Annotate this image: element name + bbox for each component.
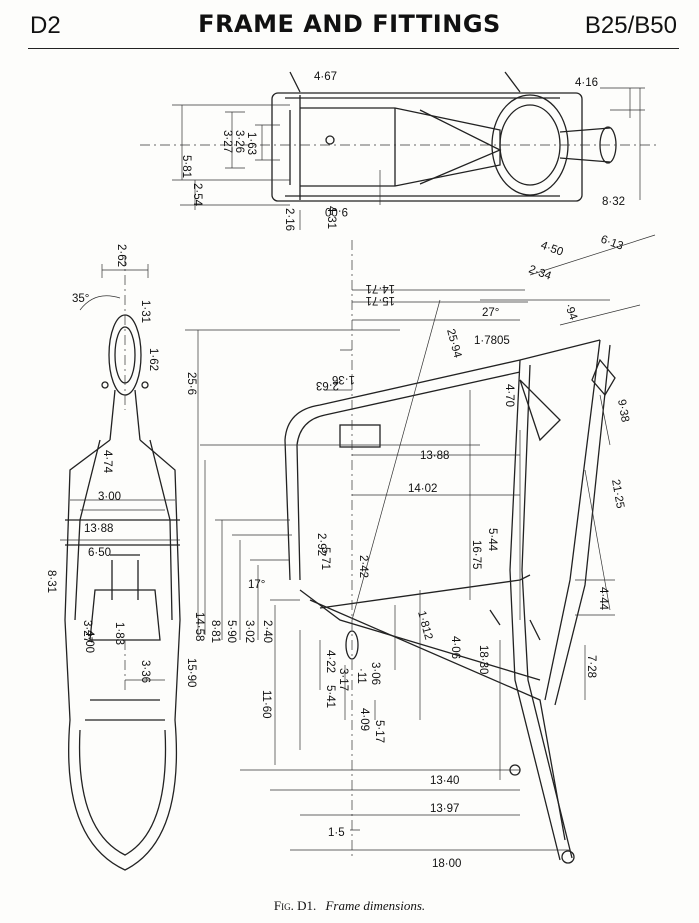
dimension-label: 2·92 — [315, 533, 327, 556]
dimension-label: 3·27 — [81, 620, 93, 643]
dimension-label: 3·26 — [233, 130, 245, 153]
dimension-label: 15·71 — [366, 294, 395, 306]
figure-caption: Fig. D1. Frame dimensions. — [0, 898, 699, 914]
figure-description: Frame dimensions. — [325, 898, 426, 913]
dimension-label: 8·81 — [209, 620, 221, 643]
dimension-label: 16·75 — [470, 540, 482, 569]
dimension-label: 25·6 — [185, 372, 197, 395]
dimension-label: 5·81 — [180, 155, 192, 178]
dimension-label: 1·5 — [328, 827, 345, 839]
dimension-label: 4·74 — [101, 450, 113, 474]
dimension-label: 4·16 — [575, 77, 598, 89]
dimension-label: 2·40 — [261, 620, 273, 643]
side-view — [284, 339, 616, 864]
dimension-label: 5·17 — [373, 720, 385, 743]
plan-view — [271, 71, 617, 202]
dimension-label: 14·58 — [193, 612, 205, 641]
dimension-label: 2·62 — [115, 244, 127, 267]
dimension-label: 13·88 — [84, 523, 113, 535]
dimension-label: 8·32 — [602, 196, 625, 208]
dimension-label: 18·30 — [477, 645, 489, 674]
dimension-label: 3·02 — [243, 620, 255, 643]
dimension-label: 13·88 — [420, 450, 449, 462]
dimension-label: 5·41 — [324, 685, 336, 708]
dimension-label: 4·50 — [539, 240, 565, 259]
dimension-label: 35° — [72, 293, 89, 305]
dimension-label: 11·60 — [260, 690, 272, 719]
dimension-label: 9·38 — [615, 398, 631, 423]
dimension-label: 1·7805 — [474, 335, 510, 347]
front-dimension-lines — [60, 255, 180, 690]
dimension-label: 4·06 — [449, 636, 461, 659]
section-code: D2 — [30, 12, 61, 39]
dimension-label: 2·63 — [316, 379, 339, 391]
dimension-label: 14·02 — [408, 483, 437, 495]
dimension-label: 5·44 — [486, 528, 498, 552]
header-rule — [28, 48, 679, 49]
dimension-label: 3·36 — [139, 660, 151, 683]
dimension-label: 1·812 — [415, 610, 434, 642]
dimension-label: 4·31 — [325, 206, 337, 229]
dimension-label: 5·71 — [319, 547, 331, 570]
dimension-label: 6·13 — [599, 234, 625, 253]
side-dimension-lines — [185, 234, 656, 860]
dimension-label: 4·70 — [503, 384, 515, 407]
dimension-label: 3·17 — [337, 668, 349, 691]
dimension-label: 21·25 — [609, 478, 626, 509]
plan-dimension-lines — [140, 87, 660, 230]
dimension-label: 15·90 — [185, 658, 197, 687]
dimension-label: 17° — [248, 579, 265, 591]
dimension-label: ·11 — [355, 668, 367, 684]
dimension-label: 4·44 — [597, 587, 609, 611]
dimension-label: 8·31 — [45, 570, 57, 593]
dimension-label: 3·06 — [369, 662, 381, 685]
dimension-label: 3·27 — [221, 130, 233, 153]
dimension-label: 4·67 — [314, 71, 337, 83]
front-view — [64, 314, 181, 871]
dimension-label: 1·62 — [147, 348, 159, 371]
dimension-label: 2·42 — [357, 555, 369, 578]
dimension-label: 1·36 — [332, 373, 355, 385]
dimension-label: 5·90 — [225, 620, 237, 643]
model-codes: B25/B50 — [584, 12, 677, 39]
dimension-label: 4·22 — [324, 650, 336, 673]
dimension-label: 6·50 — [88, 547, 111, 559]
dimension-label: 1·83 — [113, 622, 125, 645]
dimension-label: 2·34 — [527, 264, 553, 283]
dimension-label: 4·09 — [358, 708, 370, 731]
dimension-label: 27° — [482, 307, 499, 319]
dimension-label: 3·00 — [98, 491, 121, 503]
dimension-label: 7·28 — [585, 655, 597, 678]
page-title: FRAME AND FITTINGS — [198, 10, 501, 38]
dimension-label: 1·63 — [245, 132, 257, 155]
dimension-label: 25·94 — [444, 328, 463, 360]
dimension-label: 1·31 — [139, 300, 151, 323]
dimension-label: 9·00 — [325, 205, 348, 217]
dimension-label: 2·16 — [283, 208, 295, 231]
dimension-label: 18·00 — [432, 858, 461, 870]
dimension-label: 2·54 — [191, 183, 203, 207]
figure-number: Fig. D1. — [273, 898, 317, 913]
dimension-label: 13·40 — [430, 775, 459, 787]
dimension-label: ·94 — [562, 302, 579, 322]
dimension-label: 14·71 — [366, 282, 395, 294]
dimension-label: 4·00 — [83, 630, 95, 653]
dimension-label: 13·97 — [430, 803, 459, 815]
